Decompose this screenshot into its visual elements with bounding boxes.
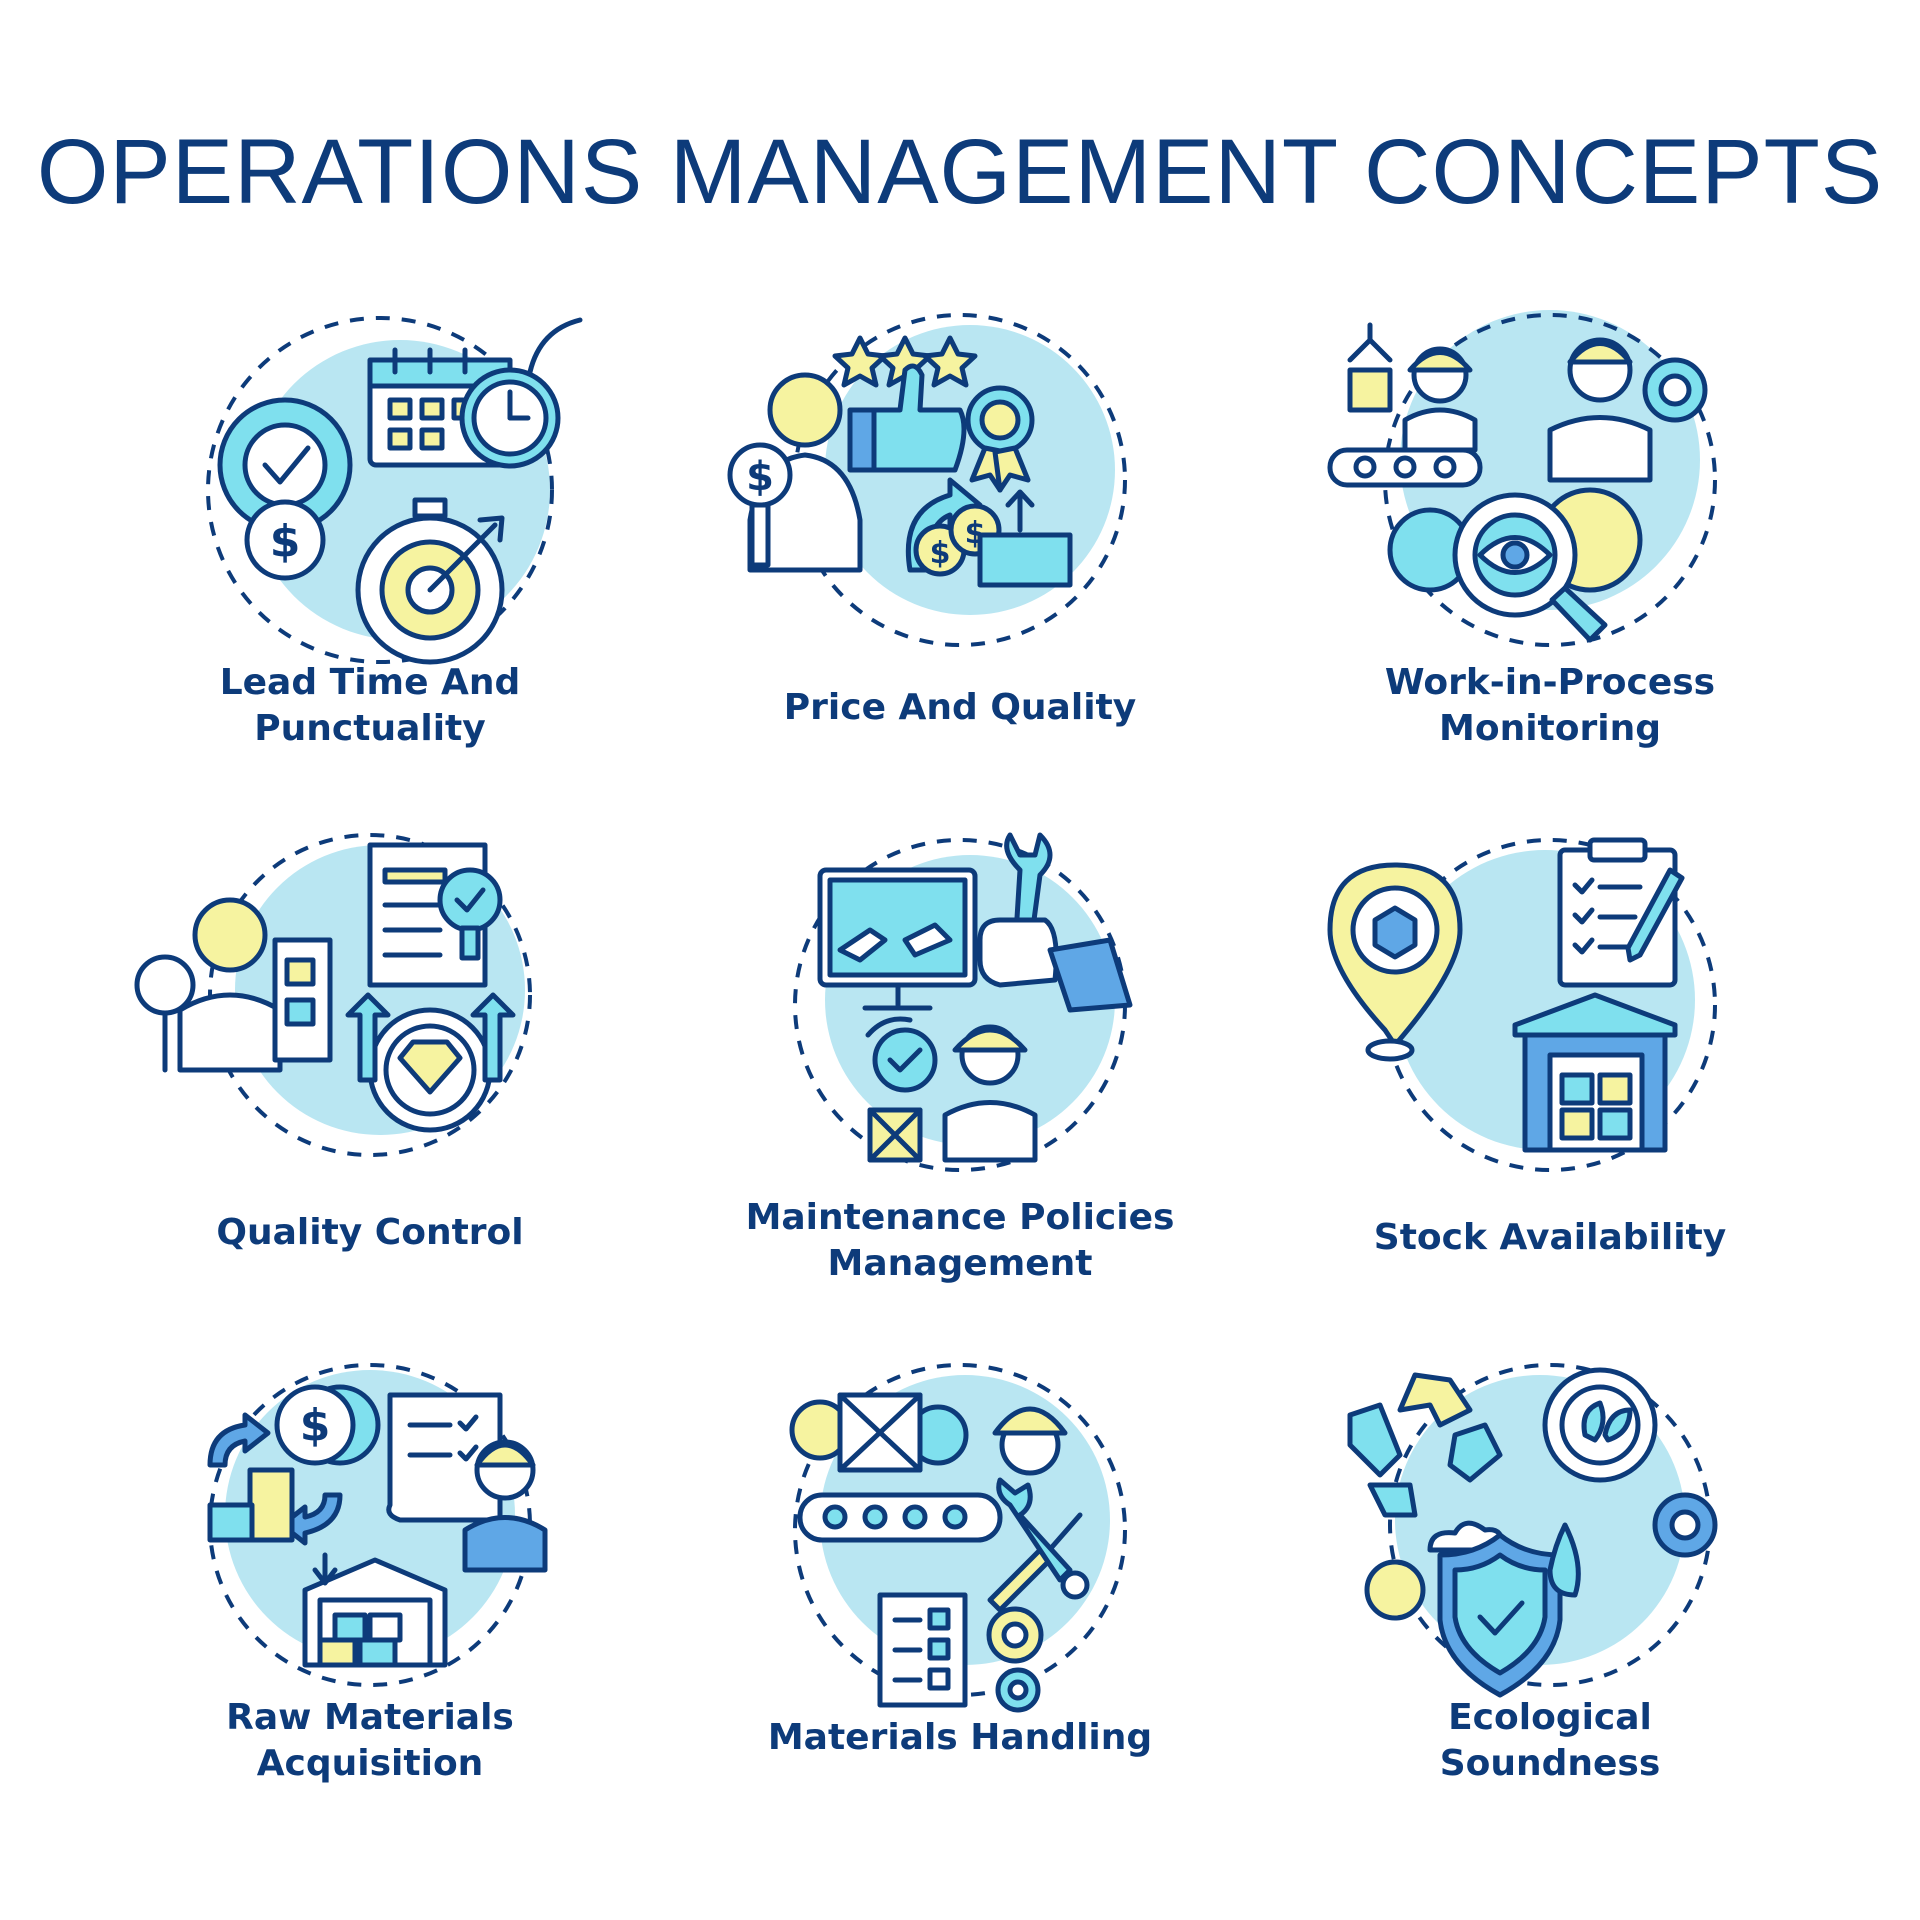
crate-conveyor-tools-checklist-icon [789,1363,1127,1713]
concept-label: Raw Materials Acquisition [110,1695,630,1787]
concept-card-stock-availability: Stock Availability [1290,830,1810,1350]
inspector-document-diamond-gear-icon [134,833,532,1157]
concept-label: Maintenance Policies Management [700,1195,1220,1287]
monitor-wrench-worker-icon [793,832,1133,1172]
svg-text:$: $ [270,516,301,567]
concept-label-line: Raw Materials [226,1697,514,1738]
concept-label-line: Monitoring [1439,708,1661,749]
svg-text:$: $ [930,536,951,571]
concept-label: Stock Availability [1290,1215,1810,1261]
concept-card-ecological: Ecological Soundness [1290,1355,1810,1875]
concept-label-line: Stock Availability [1373,1217,1727,1258]
recycle-leaf-gear-shield-icon [1347,1363,1718,1698]
conveyor-workers-gear-eye-icon [1327,310,1717,647]
concept-card-wip-monitoring: Work-in-Process Monitoring [1290,300,1810,820]
page-title: OPERATIONS MANAGEMENT CONCEPTS [36,121,1884,223]
concept-label: Materials Handling [700,1715,1220,1761]
concept-label-line: Work-in-Process [1384,662,1716,703]
concept-label-line: Materials Handling [767,1717,1153,1758]
concept-label-line: Quality Control [216,1212,524,1253]
location-pin-clipboard-warehouse-icon [1327,837,1717,1172]
gear-calendar-stopwatch-target-icon: $ [206,316,583,665]
concept-label: Price And Quality [700,685,1220,731]
concept-label-line: Management [827,1243,1093,1284]
concept-card-quality-control: Quality Control [110,830,630,1350]
concept-label-line: Acquisition [256,1743,484,1784]
concept-label-line: Ecological [1448,1697,1652,1738]
concept-label: Work-in-Process Monitoring [1290,660,1810,752]
concept-label-line: Soundness [1439,1743,1661,1784]
concept-label-line: Lead Time And [219,662,521,703]
concept-card-materials-handling: Materials Handling [700,1355,1220,1875]
concept-label-line: Maintenance Policies [745,1197,1175,1238]
concept-label-line: Punctuality [254,708,486,749]
concept-card-maintenance: Maintenance Policies Management [700,830,1220,1350]
concept-label: Ecological Soundness [1290,1695,1810,1787]
coin-exchange-list-warehouse-icon: $ [207,1363,548,1687]
magnifier-thumbs-up-award-money-icon: $ $ $ [727,313,1127,647]
concept-card-lead-time: $ Lead Time And Punctuality [110,300,630,820]
svg-text:$: $ [746,454,774,500]
concept-label-line: Price And Quality [783,687,1137,728]
concept-card-price-quality: $ $ $ Price And Quality [700,300,1220,820]
svg-text:$: $ [300,1400,331,1451]
concept-card-raw-materials: $ Raw Materials Acquisition [110,1355,630,1875]
concept-label: Lead Time And Punctuality [110,660,630,752]
concept-label: Quality Control [110,1210,630,1256]
